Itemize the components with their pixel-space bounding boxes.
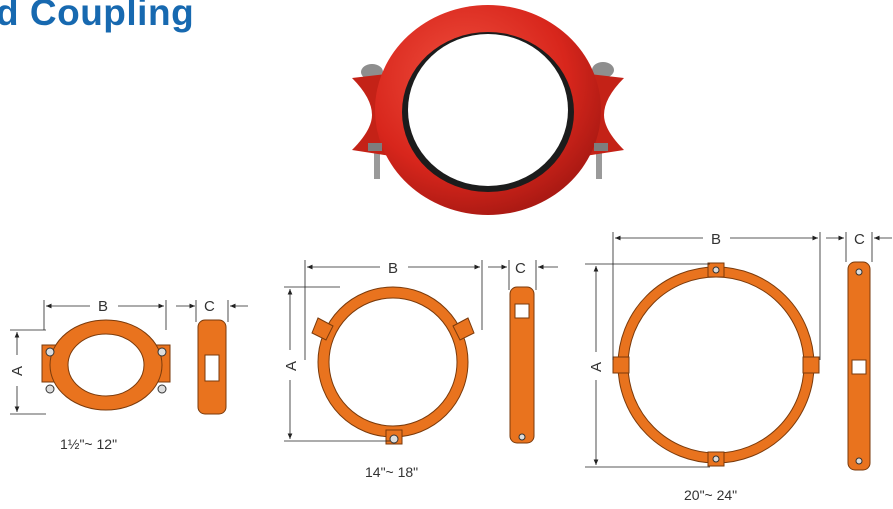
size-range-large: 20"~ 24" [684,487,738,503]
dim-label-c-3: C [854,231,865,248]
drawing-small: B C A [9,298,248,415]
dim-label-c-2: C [515,260,526,277]
size-range-small: 1½"~ 12" [60,436,118,452]
dim-label-b-1: B [98,298,108,315]
dim-label-c-1: C [204,298,215,315]
dim-label-a-2: A [283,361,300,371]
dim-label-b-3: B [711,231,721,248]
drawing-medium: B C A [283,260,558,445]
dim-label-a-1: A [9,366,26,376]
size-range-medium: 14"~ 18" [365,464,419,480]
drawing-large: B C A [585,231,892,471]
dim-label-a-3: A [588,362,605,372]
page-title: d Coupling [0,0,195,33]
product-photo [352,5,624,215]
dim-label-b-2: B [388,260,398,277]
